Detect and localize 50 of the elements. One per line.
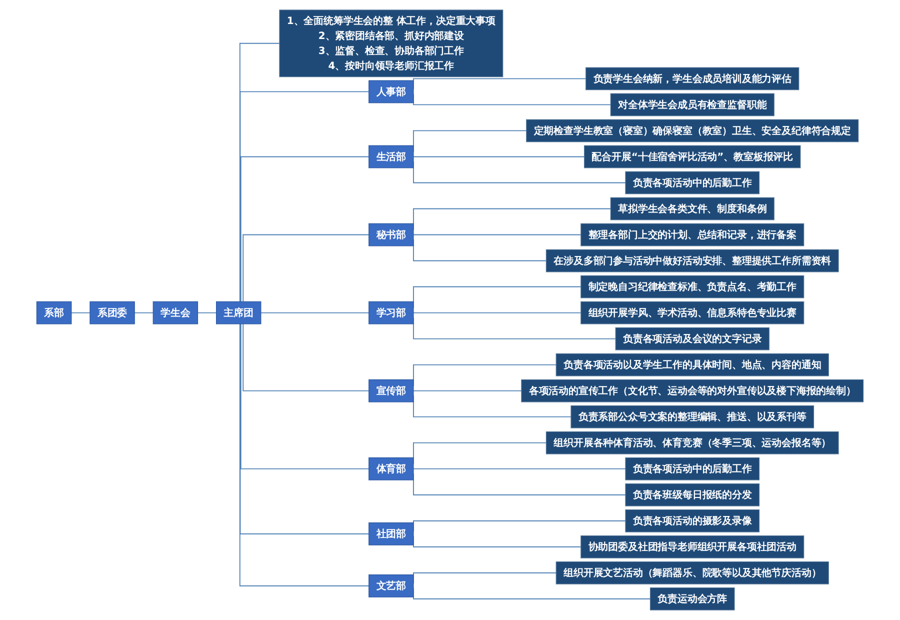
node-box: 学生会 [152,301,198,324]
connector [197,312,217,314]
node-box: 社团部 [368,522,414,546]
connector [413,312,582,314]
node-box: 对全体学生会成员有检查监督职能 [610,93,774,116]
node-box: 整理各部门上交的计划、总结和记录，进行备案 [580,223,804,246]
node-box: 负责各班级每日报纸的分发 [625,483,760,506]
node-box: 1、全面统筹学生会的整 体工作，决定重大事项 2、紧密团结各部、抓好内部建设 3、监督、检查、协助各部门工作 4、按时向领导老师汇报工作 [279,10,504,78]
connector [240,323,370,470]
connector [413,156,585,158]
node-box: 学习部 [368,301,414,324]
node-box: 负责学生会纳新，学生会成员培训及能力评估 [586,67,800,90]
node-box: 负责系部公众号文案的整理编辑、推送、以及系刊等 [570,405,814,428]
connector [239,323,370,586]
node-box: 文艺部 [368,574,414,598]
node-box: 组织开展文艺活动（舞蹈器乐、院歌等以及其他节庆活动） [556,561,829,584]
node-box: 定期检查学生教室（寝室）确保寝室（教室）卫生、安全及纪律符合规定 [526,119,859,142]
node-box: 配合开展“十佳宿舍评比活动”、教室板报评比 [584,145,801,168]
node-box: 秘书部 [368,223,414,246]
connector [240,156,370,302]
connector [242,323,370,392]
node-box: 负责各项活动以及学生工作的具体时间、地点、内容的通知 [556,353,829,376]
node-box: 负责各项活动中的后勤工作 [625,171,760,194]
connector [413,234,582,236]
connector [134,312,154,314]
node-box: 负责运动会方阵 [650,587,735,610]
node-box: 系团委 [90,301,135,324]
node-box: 负责各项活动的摄影及录像 [625,509,760,532]
connector [240,91,370,302]
node-box: 人事部 [368,80,414,104]
node-box: 负责各项活动及会议的文字记录 [615,327,770,350]
node-box: 宣传部 [368,379,414,402]
node-box: 系部 [36,301,72,324]
node-box: 各项活动的宣传工作（文化节、运动会等的对外宣传以及楼下海报的绘制） [521,379,864,402]
node-box: 负责各项活动中的后勤工作 [625,457,760,480]
node-box: 组织开展学风、学术活动、信息系特色专业比赛 [580,301,804,324]
node-box: 草拟学生会各类文件、制度和条例 [610,197,774,220]
connector [413,390,522,392]
connector [242,234,370,302]
node-box: 生活部 [368,145,414,168]
connector [413,468,626,470]
node-box: 体育部 [368,457,414,480]
node-box: 主席团 [216,301,262,324]
node-box: 制定晚自习纪律检查标准、负责点名、考勤工作 [580,275,804,298]
node-box: 在涉及多部门参与活动中做好活动安排、整理提供工作所需资料 [546,249,839,272]
connector [260,312,370,314]
connector [70,312,90,314]
node-box: 组织开展各种体育活动、体育竞赛（冬季三项、运动会报名等） [546,431,839,454]
node-box: 协助团委及社团指导老师组织开展各项社团活动 [580,535,804,558]
connector [240,323,370,534]
